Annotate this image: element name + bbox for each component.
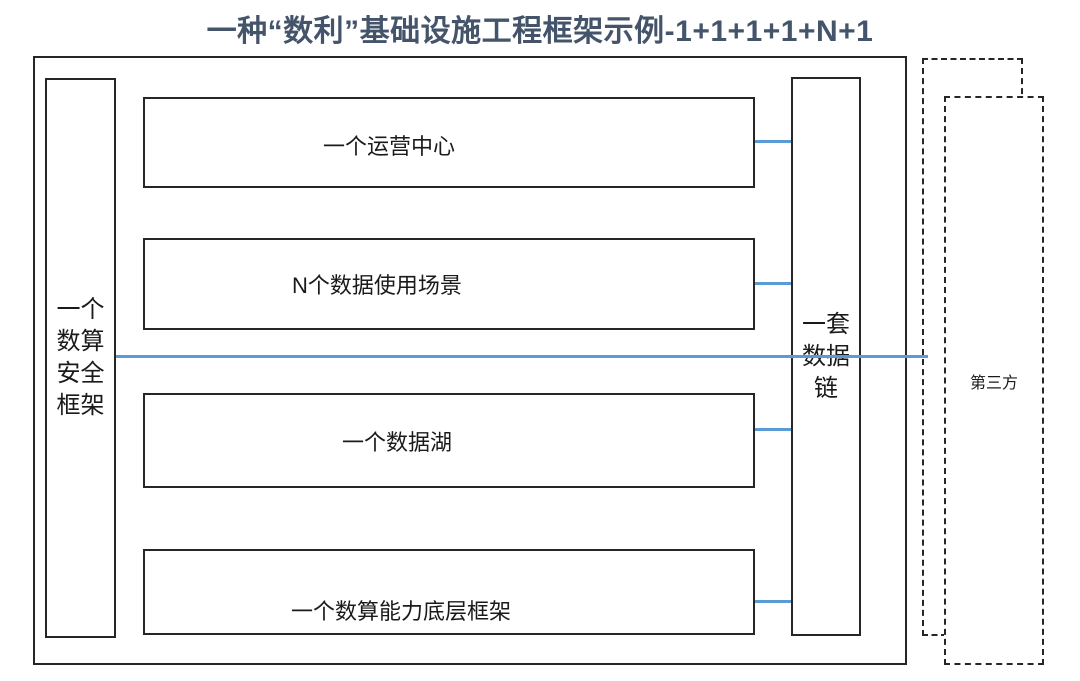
data-lake-label: 一个数据湖	[341, 429, 452, 455]
operations-center-label: 一个运营中心	[322, 133, 455, 159]
computing-capability-base-box: 一个数算能力底层框架	[143, 549, 755, 635]
security-framework-label: 一个 数算 安全 框架	[56, 296, 105, 419]
operations-center-box: 一个运营中心	[143, 97, 755, 188]
connector-security-to-third-party	[116, 355, 928, 358]
computing-capability-base-label: 一个数算能力底层框架	[290, 599, 511, 624]
third-party-box-front: 第三方	[944, 96, 1044, 665]
data-lake-box: 一个数据湖	[143, 393, 755, 488]
data-usage-scenarios-box: N个数据使用场景	[143, 238, 755, 330]
connector-data-usage-scenarios	[755, 282, 791, 285]
diagram-title: 一种“数利”基础设施工程框架示例-1+1+1+1+N+1	[206, 15, 874, 48]
outer-frame	[33, 56, 907, 665]
third-party-label: 第三方	[969, 374, 1018, 392]
connector-computing-capability-base	[755, 600, 791, 603]
security-framework-box: 一个 数算 安全 框架	[45, 78, 116, 638]
data-usage-scenarios-label: N个数据使用场景	[292, 273, 462, 298]
connector-data-lake	[755, 428, 791, 431]
connector-operations-center	[755, 140, 791, 143]
